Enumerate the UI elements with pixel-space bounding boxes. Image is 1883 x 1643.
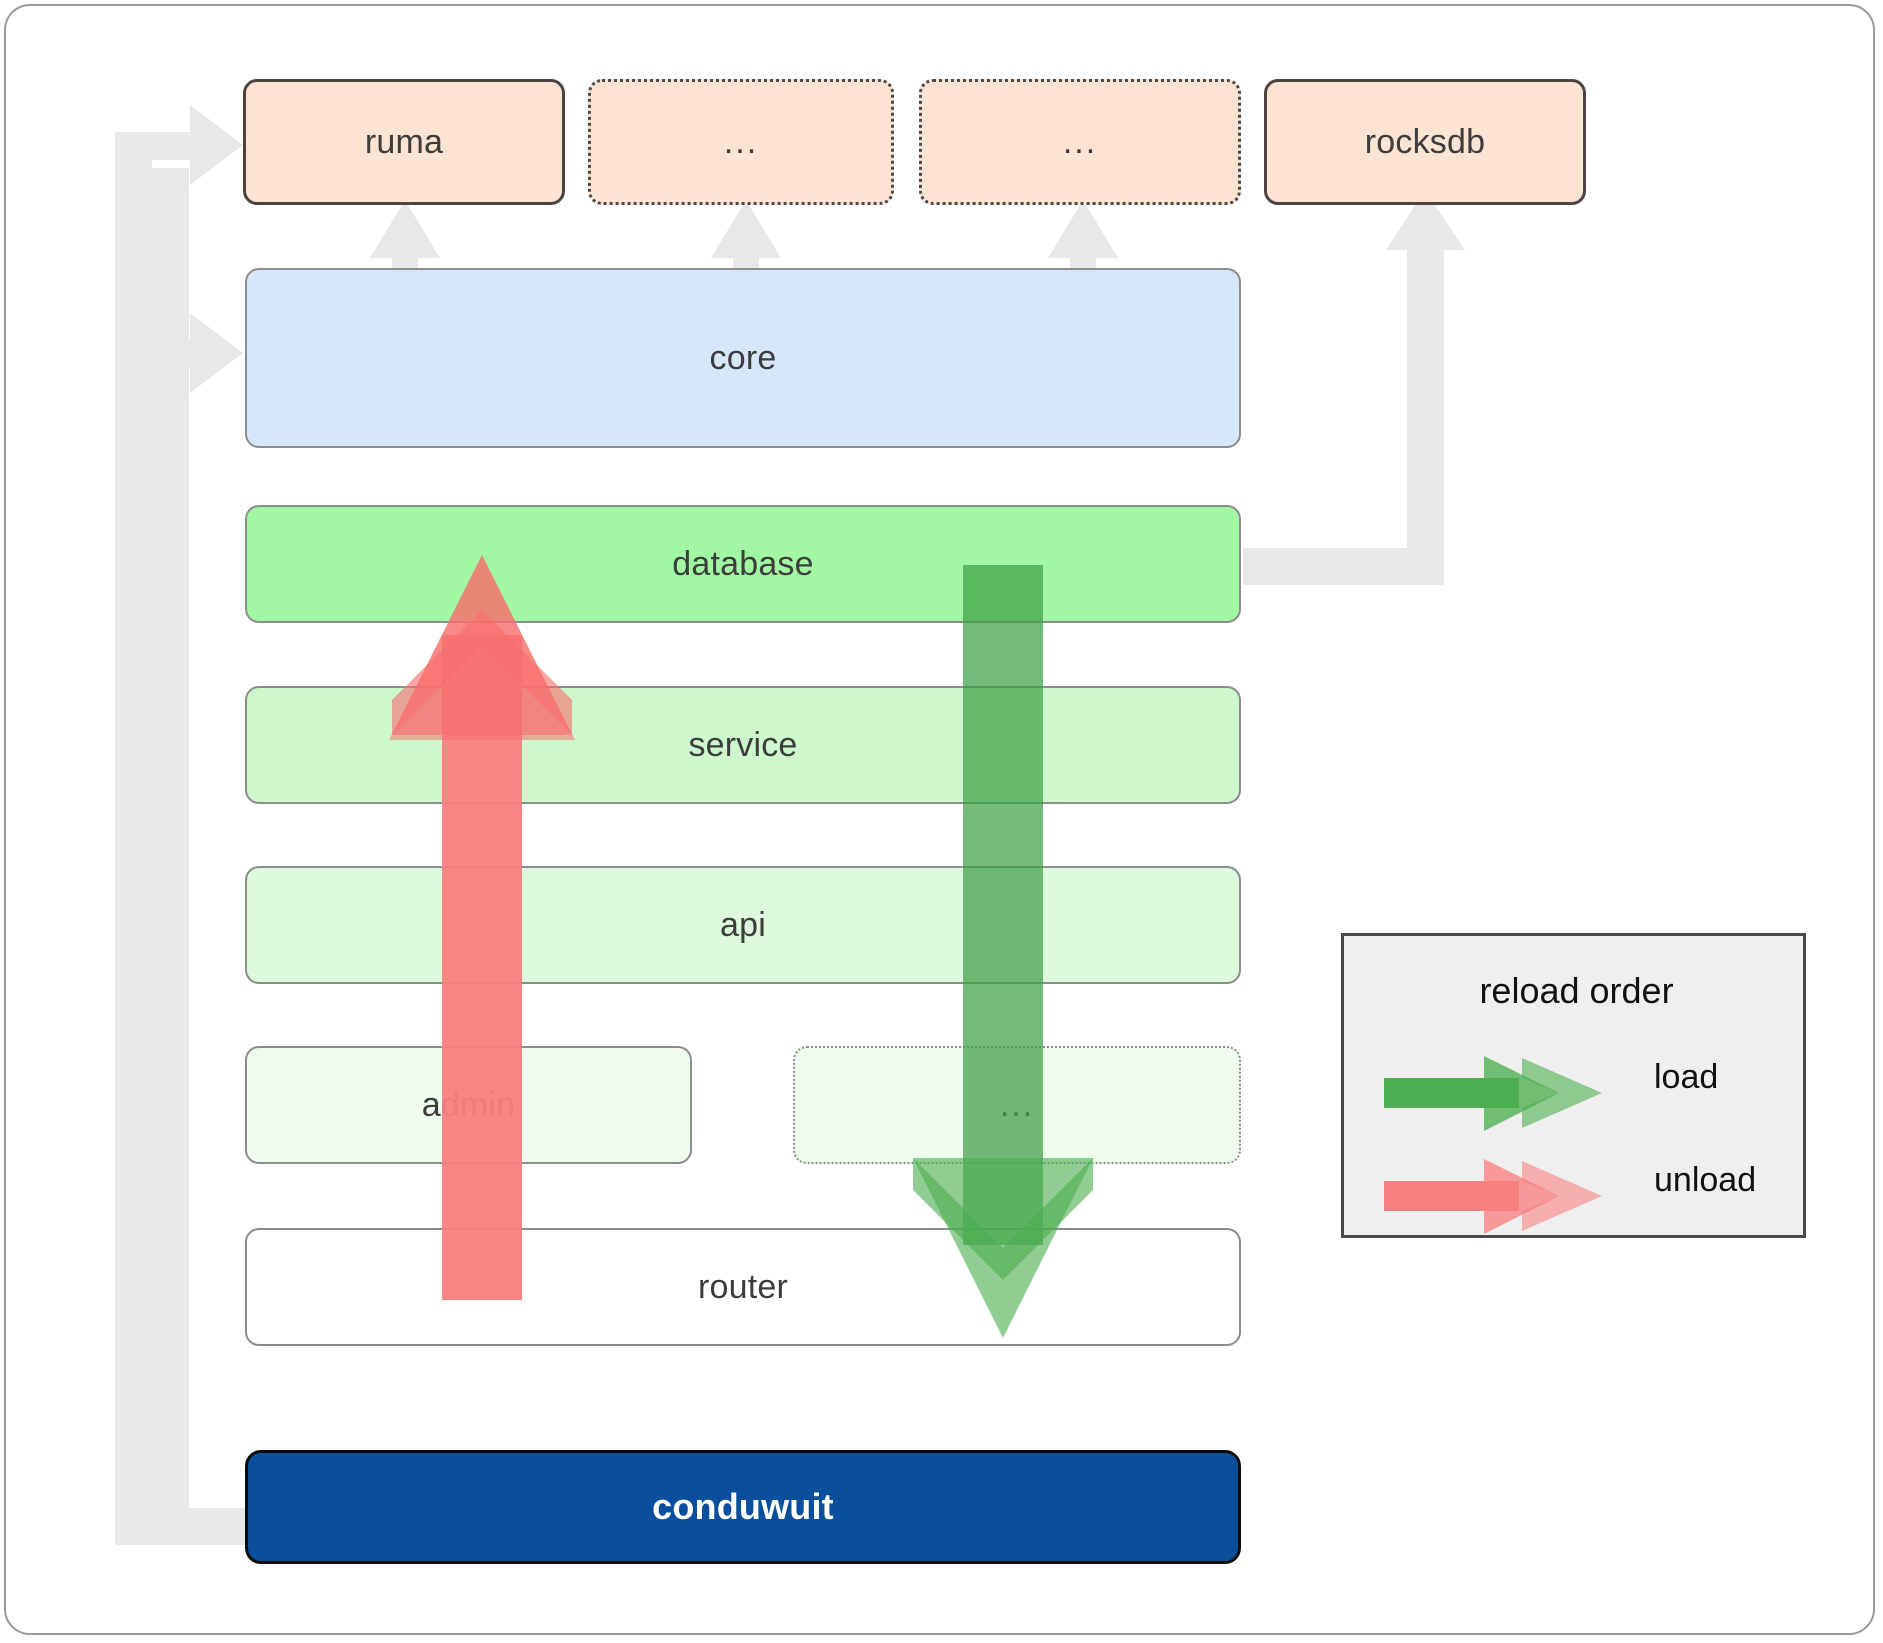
app-label-conduwuit: conduwuit	[652, 1486, 834, 1527]
legend-label-load: load	[1654, 1058, 1719, 1096]
layer-box-api[interactable]: api	[245, 866, 1241, 984]
dependency-box-ruma[interactable]: ruma	[243, 79, 565, 205]
layer-label-service: service	[688, 725, 798, 764]
dependency-label-ellipsis-2: ...	[1062, 123, 1098, 161]
legend-title: reload order	[1479, 970, 1674, 1011]
dependency-box-ellipsis-1[interactable]: ...	[588, 79, 894, 205]
layer-label-database: database	[672, 544, 814, 583]
core-label: core	[709, 338, 777, 377]
layer-box-ellipsis[interactable]: ...	[793, 1046, 1241, 1164]
legend-panel: reload order load unload	[1341, 933, 1806, 1238]
layer-box-router[interactable]: router	[245, 1228, 1241, 1346]
dependency-label-ruma: ruma	[364, 122, 444, 161]
dependency-box-rocksdb[interactable]: rocksdb	[1264, 79, 1586, 205]
layer-label-router: router	[697, 1267, 789, 1306]
legend-unload-arrow-icon	[1384, 1159, 1602, 1234]
legend-arrow-icons	[1384, 1056, 1602, 1234]
legend-load-arrow-icon	[1384, 1056, 1602, 1131]
dependency-box-ellipsis-2[interactable]: ...	[919, 79, 1241, 205]
layer-box-service[interactable]: service	[245, 686, 1241, 804]
layer-box-admin[interactable]: admin	[245, 1046, 692, 1164]
layer-label-admin: admin	[421, 1085, 516, 1124]
legend-label-unload: unload	[1654, 1161, 1757, 1199]
dependency-label-rocksdb: rocksdb	[1364, 122, 1486, 161]
layer-label-ellipsis: ...	[999, 1086, 1035, 1124]
layer-box-database[interactable]: database	[245, 505, 1241, 623]
core-box[interactable]: core	[245, 268, 1241, 448]
app-box-conduwuit[interactable]: conduwuit	[245, 1450, 1241, 1564]
layer-label-api: api	[720, 905, 766, 944]
dependency-label-ellipsis-1: ...	[723, 123, 759, 161]
